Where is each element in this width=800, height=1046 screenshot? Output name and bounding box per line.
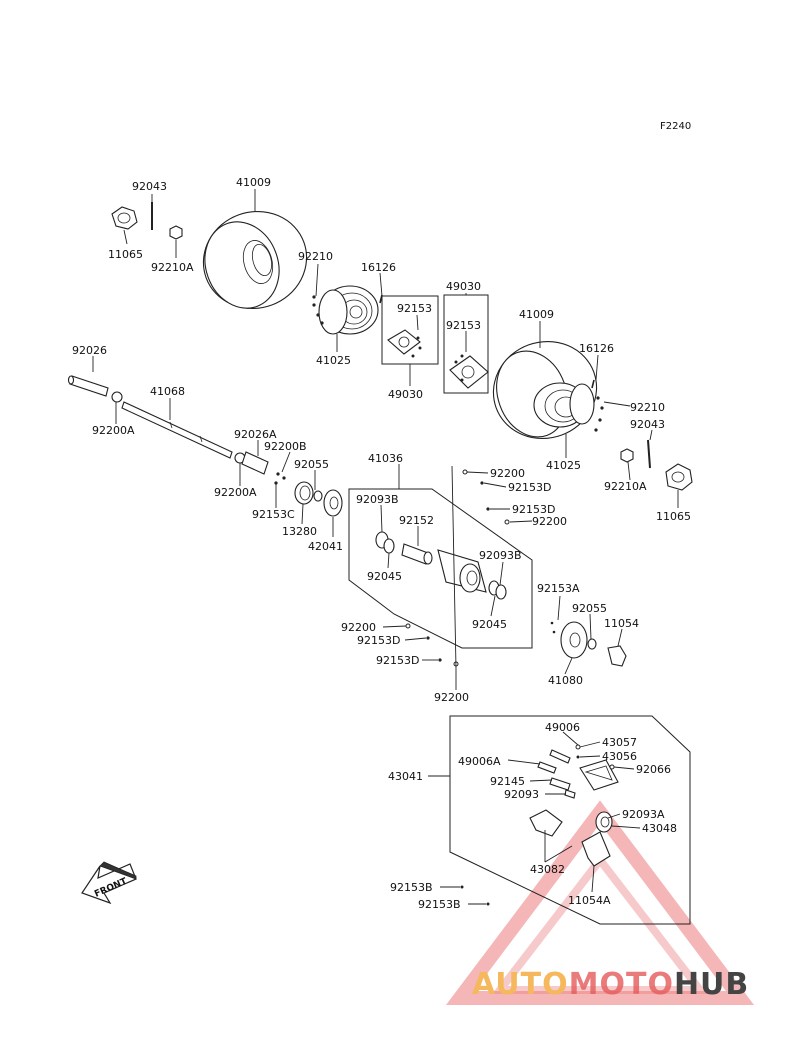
label-92045-b: 92045	[472, 618, 507, 631]
leader-lines	[92, 189, 679, 905]
label-11065-a: 11065	[108, 248, 143, 261]
label-92153C: 92153C	[252, 508, 295, 521]
label-92093: 92093	[504, 788, 539, 801]
wheel-nut-right	[665, 463, 693, 491]
label-92200-a: 92200	[490, 467, 525, 480]
watermark-logo	[445, 800, 755, 1005]
label-92210-a: 92210	[298, 250, 333, 263]
label-92093B-a: 92093B	[356, 493, 399, 506]
label-16126-b: 16126	[579, 342, 614, 355]
sprocket-hub	[294, 481, 343, 517]
brake-disc	[550, 621, 627, 667]
label-92043-b: 92043	[630, 418, 665, 431]
label-92200-d: 92200	[434, 691, 469, 704]
valve-left	[379, 294, 383, 304]
label-92066: 92066	[636, 763, 671, 776]
wheel-nut-left	[111, 206, 138, 230]
label-92200B: 92200B	[264, 440, 307, 453]
watermark-text-moto: MOTO	[569, 967, 674, 1002]
label-43082: 43082	[530, 863, 565, 876]
label-41025-b: 41025	[546, 459, 581, 472]
watermark-text-hub: HUB	[674, 967, 749, 1002]
label-42041: 42041	[308, 540, 343, 553]
rim-bolts-right	[594, 396, 604, 432]
label-92153-b: 92153	[446, 319, 481, 332]
label-49006: 49006	[545, 721, 580, 734]
carrier-bolts	[405, 469, 510, 667]
label-13280: 13280	[282, 525, 317, 538]
rim-right	[533, 382, 595, 428]
label-92200A-a: 92200A	[92, 424, 135, 437]
rim-left	[318, 285, 379, 335]
watermark-text: AUTOMOTOHUB	[472, 967, 749, 1002]
label-11054: 11054	[604, 617, 639, 630]
label-43056: 43056	[602, 750, 637, 763]
label-49030-a: 49030	[446, 280, 481, 293]
label-41036: 41036	[368, 452, 403, 465]
caliper-box	[449, 715, 691, 925]
hub-right	[443, 294, 489, 394]
label-92210A-b: 92210A	[604, 480, 647, 493]
label-92055-b: 92055	[572, 602, 607, 615]
label-41025-a: 41025	[316, 354, 351, 367]
label-41080: 41080	[548, 674, 583, 687]
carrier-parts	[375, 531, 507, 600]
label-92093A: 92093A	[622, 808, 665, 821]
label-92210-b: 92210	[630, 401, 665, 414]
front-arrow: FRONT	[81, 861, 137, 905]
label-41068: 41068	[150, 385, 185, 398]
label-92153A: 92153A	[537, 582, 580, 595]
label-11054A: 11054A	[568, 894, 611, 907]
washer-nut-92210A-left	[169, 225, 183, 240]
loose-bolts	[460, 885, 490, 906]
carrier-box	[348, 488, 533, 649]
figure-code: F2240	[660, 121, 691, 132]
washer-nut-92210A-right	[620, 448, 634, 463]
label-43041: 43041	[388, 770, 423, 783]
label-41009-a: 41009	[236, 176, 271, 189]
label-92153B-a: 92153B	[390, 881, 433, 894]
label-49006A: 49006A	[458, 755, 501, 768]
label-49030-b: 49030	[388, 388, 423, 401]
caliper-parts	[529, 744, 619, 867]
label-92200-c: 92200	[341, 621, 376, 634]
label-43048: 43048	[642, 822, 677, 835]
label-92145: 92145	[490, 775, 525, 788]
cotter-pin-right	[647, 439, 651, 469]
part-labels: 92043 41009 11065 92210A 92210 16126 490…	[72, 176, 691, 911]
label-92200-b: 92200	[532, 515, 567, 528]
label-11065-b: 11065	[656, 510, 691, 523]
label-41009-b: 41009	[519, 308, 554, 321]
label-92153D-b: 92153D	[512, 503, 555, 516]
label-92210A-a: 92210A	[151, 261, 194, 274]
label-16126-a: 16126	[361, 261, 396, 274]
axle-assembly	[67, 375, 286, 485]
watermark-text-auto: AUTO	[472, 967, 569, 1002]
label-92093B-b: 92093B	[479, 549, 522, 562]
label-92026A: 92026A	[234, 428, 277, 441]
label-92153-a: 92153	[397, 302, 432, 315]
label-92055-a: 92055	[294, 458, 329, 471]
label-92152: 92152	[399, 514, 434, 527]
rim-bolts-left	[312, 295, 324, 325]
label-92153B-b: 92153B	[418, 898, 461, 911]
label-92153D-c: 92153D	[357, 634, 400, 647]
label-92153D-a: 92153D	[508, 481, 551, 494]
label-92043-a: 92043	[132, 180, 167, 193]
valve-right	[591, 379, 595, 389]
label-92045-a: 92045	[367, 570, 402, 583]
label-92026: 92026	[72, 344, 107, 357]
tire-left	[202, 210, 308, 310]
label-43057: 43057	[602, 736, 637, 749]
label-92200A-b: 92200A	[214, 486, 257, 499]
label-92153D-d: 92153D	[376, 654, 419, 667]
